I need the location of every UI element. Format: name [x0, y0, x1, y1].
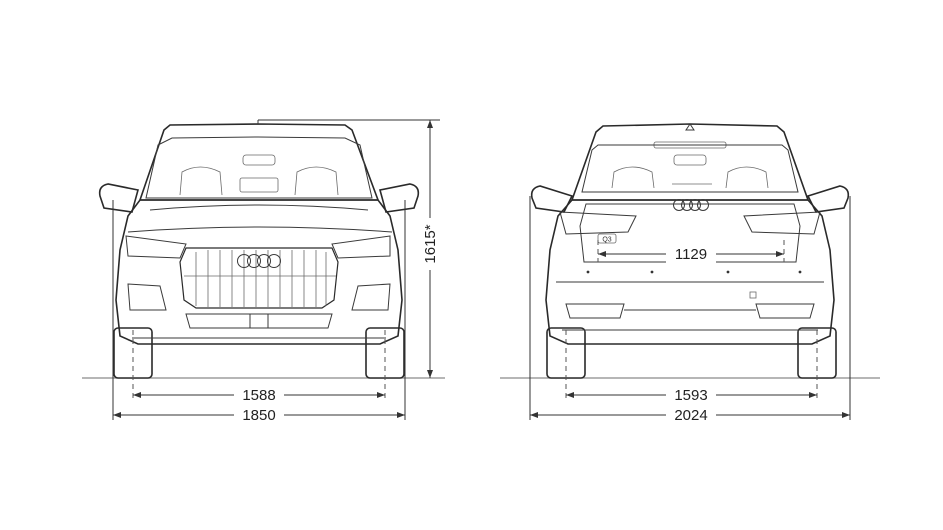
front-intake-right [351, 283, 391, 311]
rear-taillight-left [559, 211, 637, 235]
rear-body-outline [545, 199, 835, 345]
front-rearview-mirror [242, 154, 276, 166]
front-body-outline [115, 199, 403, 345]
height-label: 1615* [422, 224, 439, 263]
front-sensor [249, 313, 269, 329]
front-view [98, 120, 420, 379]
rear-roof-outline [570, 123, 810, 201]
rear-width-dimension: 2024 [530, 406, 850, 424]
rear-track-dimension: 1593 [566, 386, 817, 404]
rear-track-label: 1593 [674, 387, 707, 404]
front-track-dimension: 1588 [133, 386, 385, 404]
rear-seat-right [725, 166, 769, 189]
rear-width-label: 2024 [674, 407, 707, 424]
rear-antenna [685, 123, 695, 131]
front-seat-right [294, 166, 339, 196]
front-seat-left [179, 166, 223, 196]
rear-tow-cover [749, 291, 757, 299]
rear-window [581, 144, 799, 193]
front-hood-edge [127, 226, 393, 233]
front-width-label: 1850 [242, 407, 275, 424]
front-right-mirror [379, 183, 420, 213]
front-lower-grille [185, 313, 333, 329]
height-dimension: 1615* [258, 119, 440, 378]
front-headlight-right [331, 235, 391, 259]
rear-exhaust-left [565, 303, 625, 319]
front-intake-left [127, 283, 167, 311]
front-left-mirror [98, 183, 139, 213]
front-dashboard [239, 177, 279, 193]
rear-seat-left [611, 166, 655, 189]
rear-inner-mirror [673, 154, 707, 166]
rear-badge-text: Q3 [602, 237, 611, 244]
tailgate-width-label: 1129 [675, 246, 707, 263]
front-width-dimension: 1850 [113, 406, 405, 424]
rear-exhaust-right [755, 303, 815, 319]
front-roof-outline [138, 123, 380, 201]
rear-model-badge [597, 233, 617, 244]
front-logo-rings [237, 254, 281, 268]
rear-tailgate [579, 203, 801, 263]
front-grille-outline [179, 247, 339, 309]
front-headlight-left [125, 235, 187, 259]
tailgate-width-dimension: 1129 [598, 245, 784, 263]
rear-logo-rings [673, 199, 709, 211]
front-grille-bars [184, 250, 336, 307]
rear-right-mirror [806, 185, 850, 213]
front-windshield [145, 136, 373, 199]
rear-taillight-right [743, 211, 821, 235]
rear-left-mirror [530, 185, 574, 213]
front-track-label: 1588 [242, 387, 275, 404]
rear-parking-sensors [586, 270, 802, 274]
front-hood-line [149, 204, 369, 211]
